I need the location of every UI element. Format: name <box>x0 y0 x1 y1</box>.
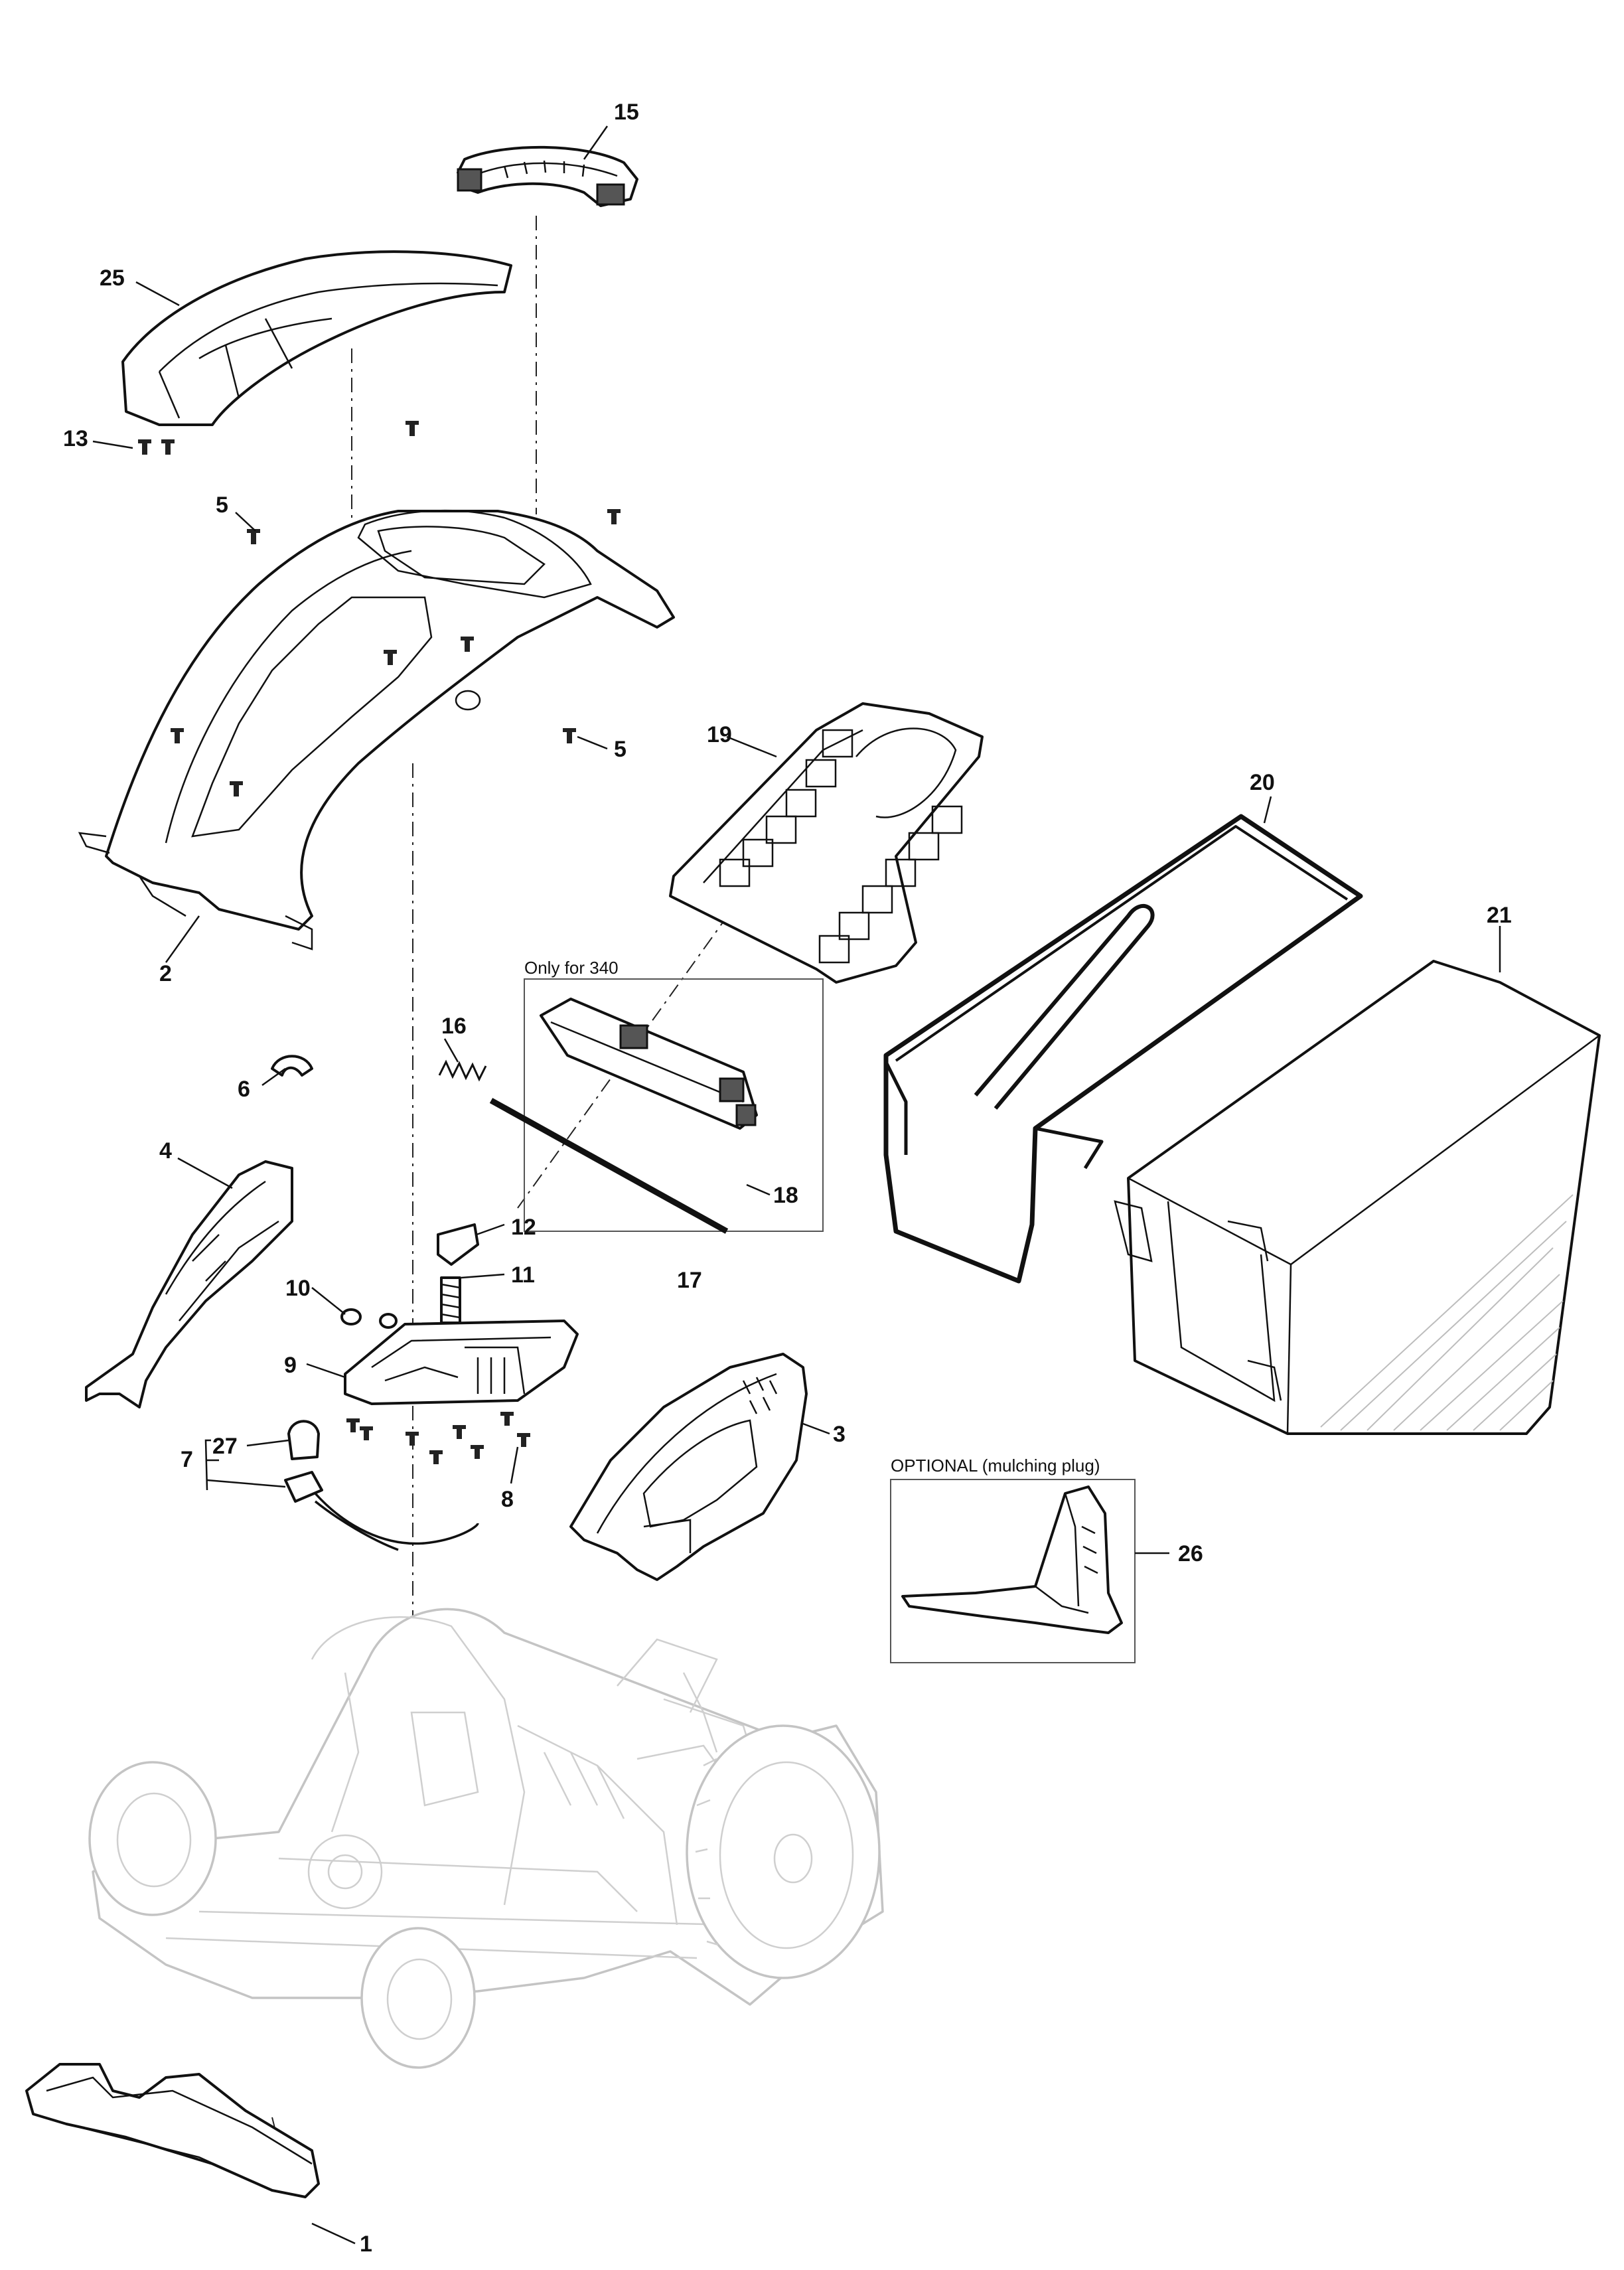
warning-label-icons <box>719 729 963 964</box>
label-27: 27 <box>212 1434 238 1459</box>
label-10: 10 <box>285 1276 311 1301</box>
label-15: 15 <box>614 100 639 125</box>
optional-mulching-plug-box <box>890 1479 1136 1663</box>
label-21: 21 <box>1487 903 1512 928</box>
label-20: 20 <box>1250 770 1275 795</box>
label-5b: 5 <box>614 737 627 762</box>
label-12: 12 <box>511 1215 536 1240</box>
only-for-340-box <box>524 978 824 1232</box>
screw-icon-group <box>138 421 621 796</box>
screw-icon-group-8 <box>346 1412 530 1464</box>
label-3: 3 <box>833 1422 846 1447</box>
leader-lines <box>92 125 1501 2245</box>
part-18-clip <box>540 998 758 1130</box>
label-5a: 5 <box>216 492 228 518</box>
label-1: 1 <box>360 2232 372 2257</box>
part-20-bag-frame <box>883 814 1363 1284</box>
part-number-labels: 15 25 13 5 5 2 19 20 21 Only for 340 16 … <box>63 100 1512 2257</box>
part-26-mulching-plug <box>901 1485 1123 1634</box>
note-optional-mulching-plug: OPTIONAL (mulching plug) <box>891 1456 1100 1476</box>
note-only-for-340: Only for 340 <box>524 958 619 978</box>
part-4-side-guard <box>85 1160 293 1408</box>
part-12-cap <box>437 1223 479 1266</box>
part-9-housing <box>344 1320 579 1405</box>
part-17-rod <box>489 1098 729 1234</box>
part-6-clip <box>271 1055 313 1077</box>
label-18: 18 <box>773 1183 798 1208</box>
part-7-switch-cable <box>284 1471 479 1551</box>
part-1-front-bumper <box>25 2063 320 2198</box>
label-8: 8 <box>501 1487 514 1512</box>
part-11-spring <box>440 1276 461 1324</box>
label-9: 9 <box>284 1353 297 1378</box>
label-4: 4 <box>159 1138 172 1164</box>
part-21-grass-bag <box>1114 960 1601 1435</box>
part-19-hood <box>669 702 984 984</box>
label-19: 19 <box>707 722 732 747</box>
label-16: 16 <box>441 1014 467 1039</box>
mesh-texture <box>1320 1194 1574 1431</box>
label-7: 7 <box>181 1447 193 1472</box>
part-2-handle-frame <box>78 509 675 950</box>
label-13: 13 <box>63 426 88 451</box>
label-2: 2 <box>159 961 172 986</box>
mower-silhouette-icon <box>88 1608 884 2069</box>
label-17: 17 <box>677 1268 702 1293</box>
part-10-plug <box>340 1308 362 1325</box>
part-27-knob <box>287 1420 320 1460</box>
part-3-side-guard <box>569 1353 808 1581</box>
label-26: 26 <box>1178 1541 1203 1566</box>
label-11: 11 <box>511 1262 535 1288</box>
part-15-handle-grip <box>457 145 638 207</box>
label-25: 25 <box>100 265 125 291</box>
spring-icon <box>438 1059 487 1082</box>
part-25-top-cover <box>121 250 512 426</box>
part-10-plug-2 <box>379 1313 398 1329</box>
label-6: 6 <box>238 1077 250 1102</box>
